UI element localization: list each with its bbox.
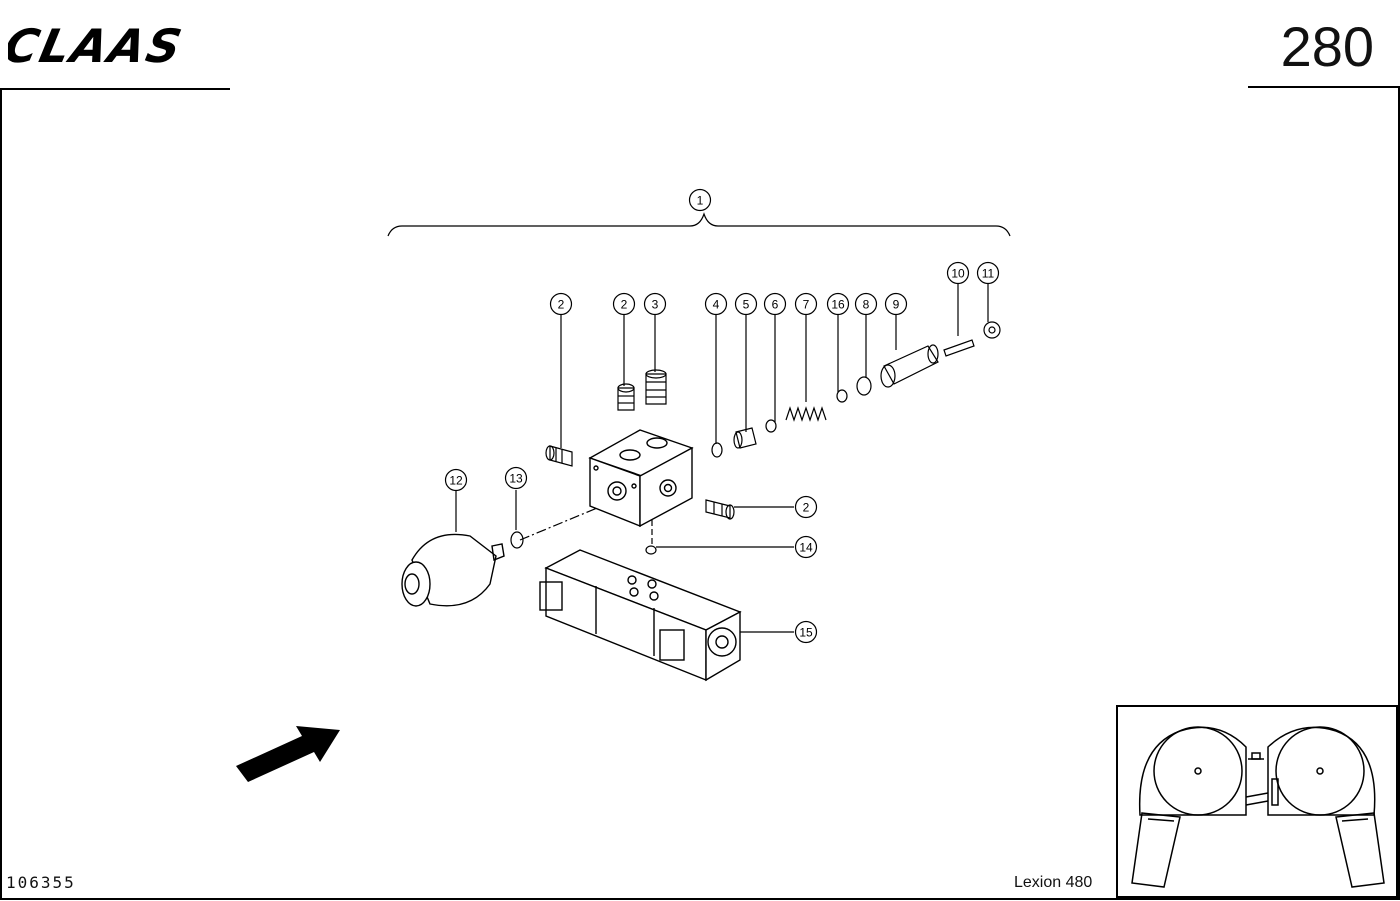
callout-circle [704, 292, 728, 316]
callout-circle [794, 535, 818, 559]
o-ring-4 [711, 442, 723, 458]
callout-c9: 9 [884, 292, 908, 316]
solenoid-valve-15 [539, 549, 742, 682]
spring-7 [785, 406, 827, 422]
callout-label: 5 [743, 298, 750, 312]
callout-label: 10 [951, 267, 965, 281]
callout-c2a: 2 [549, 292, 573, 316]
direction-arrow [236, 726, 340, 782]
fitting-top [617, 383, 635, 411]
callout-c8: 8 [854, 292, 878, 316]
callout-label: 1 [697, 194, 704, 208]
callout-c4: 4 [704, 292, 728, 316]
callout-circle [794, 495, 818, 519]
pin-10 [943, 339, 975, 357]
callout-c12: 12 [444, 468, 468, 492]
callout-c5: 5 [734, 292, 758, 316]
callout-circle [444, 468, 468, 492]
callout-c6: 6 [763, 292, 787, 316]
cap-11 [983, 321, 1001, 339]
callout-circle [826, 292, 850, 316]
inset-drawing [1131, 726, 1385, 888]
callout-c16: 16 [826, 292, 850, 316]
assembly-brace [387, 212, 1011, 237]
o-ring-14 [645, 545, 657, 555]
callout-circle [976, 261, 1000, 285]
callout-label: 15 [799, 626, 813, 640]
callout-circle [688, 188, 712, 212]
callout-c11: 11 [976, 261, 1000, 285]
callout-c3: 3 [643, 292, 667, 316]
frame-left-border [0, 88, 2, 900]
callout-circle [946, 261, 970, 285]
callout-c2b: 2 [612, 292, 636, 316]
callout-label: 6 [772, 298, 779, 312]
callout-label: 2 [803, 501, 810, 515]
page-number: 280 [1280, 15, 1374, 78]
callout-circle [763, 292, 787, 316]
callout-label: 16 [831, 298, 845, 312]
callout-label: 3 [652, 298, 659, 312]
o-ring-8 [856, 376, 872, 396]
page-number-underline [1248, 86, 1400, 88]
callout-c13: 13 [504, 466, 528, 490]
callout-circle [549, 292, 573, 316]
pressure-switch-12 [401, 533, 505, 607]
logo-underline [0, 88, 230, 90]
callout-circle [734, 292, 758, 316]
o-ring-13 [510, 531, 524, 549]
callout-circle [612, 292, 636, 316]
callout-c15: 15 [794, 620, 818, 644]
frame-bottom-border [0, 898, 1400, 900]
washer-6 [765, 419, 777, 433]
callout-circle [643, 292, 667, 316]
callout-label: 4 [713, 298, 720, 312]
callout-c10: 10 [946, 261, 970, 285]
callout-c1: 1 [688, 188, 712, 212]
callout-label: 13 [509, 472, 523, 486]
callout-label: 8 [863, 298, 870, 312]
callout-circle [884, 292, 908, 316]
callout-label: 12 [449, 474, 463, 488]
callout-c14: 14 [794, 535, 818, 559]
ball-16 [836, 389, 848, 403]
callout-circle [854, 292, 878, 316]
union-fitting [645, 369, 667, 405]
location-inset [1116, 705, 1398, 898]
callout-label: 11 [982, 267, 995, 281]
valve-block [588, 429, 694, 528]
leader-lines [455, 284, 989, 633]
callout-c7: 7 [794, 292, 818, 316]
callout-label: 9 [893, 298, 900, 312]
callout-label: 2 [558, 298, 565, 312]
document-number: 106355 [6, 873, 76, 892]
adjuster-9 [880, 344, 939, 388]
fitting-right [705, 499, 735, 520]
callout-circle [504, 466, 528, 490]
logo-text: CLAAS [8, 22, 188, 70]
plug-5 [733, 427, 757, 449]
callout-label: 7 [803, 298, 810, 312]
callout-circle [794, 292, 818, 316]
callout-circle [794, 620, 818, 644]
claas-logo: CLAAS [8, 22, 188, 70]
frame-right-border [1398, 86, 1400, 900]
machine-model: Lexion 480 [1014, 874, 1093, 891]
callout-c2c: 2 [794, 495, 818, 519]
callout-label: 14 [799, 541, 813, 555]
callout-label: 2 [621, 298, 628, 312]
fitting-left [545, 445, 573, 467]
